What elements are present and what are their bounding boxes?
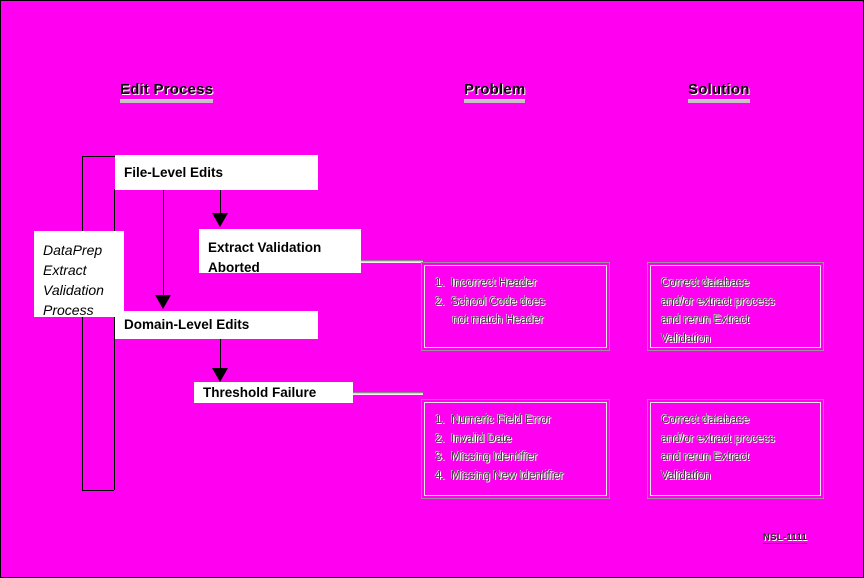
problem-line: 3. Missing Identifier bbox=[435, 451, 538, 463]
connector-file-to-extract-line bbox=[220, 189, 221, 215]
solution-line: and/or extract process bbox=[661, 295, 775, 308]
solution-line: Correct database bbox=[661, 414, 750, 426]
problem-box-1[interactable]: 1. Incorrect Header 2. School Code does … bbox=[421, 262, 610, 351]
solution-line: and/or extract process bbox=[661, 432, 775, 445]
process-box-dataprep-extract-validation[interactable]: DataPrep Extract Validation Process bbox=[34, 231, 124, 318]
process-box-threshold-failure-label: Threshold Failure bbox=[203, 384, 317, 400]
connector-bracket-bottom-segment bbox=[82, 490, 114, 491]
footer-document-code: NSL-1111 bbox=[763, 532, 808, 544]
problem-box-2[interactable]: 1. Numeric Field Error 2. Invalid Date 3… bbox=[421, 399, 610, 499]
column-heading-problem: Problem bbox=[464, 81, 526, 103]
solution-line: Validation bbox=[661, 332, 711, 345]
connector-threshold-to-problem2 bbox=[351, 392, 423, 395]
process-box-extract-validation-aborted[interactable]: Extract Validation Aborted bbox=[199, 229, 361, 275]
arrow-file-to-domain bbox=[155, 295, 171, 309]
connector-bracket-top-segment bbox=[82, 156, 116, 157]
solution-box-2[interactable]: Correct database and/or extract process … bbox=[647, 399, 824, 499]
solution-box-1-inner: Correct database and/or extract process … bbox=[650, 265, 821, 348]
solution-line: Correct database bbox=[661, 277, 750, 289]
column-heading-solution: Solution bbox=[688, 81, 750, 103]
problem-box-1-inner: 1. Incorrect Header 2. School Code does … bbox=[424, 265, 607, 348]
process-box-file-level-edits-label: File-Level Edits bbox=[124, 164, 224, 180]
problem-line: 1. Incorrect Header bbox=[435, 277, 537, 289]
arrow-file-to-extract bbox=[212, 213, 228, 227]
connector-dataprep-vertical bbox=[114, 189, 115, 490]
solution-line: and rerun Extract bbox=[661, 314, 750, 326]
connector-extract-to-problem1 bbox=[359, 260, 423, 263]
solution-line: Validation bbox=[661, 469, 711, 482]
problem-line: 2. Invalid Date bbox=[435, 432, 512, 445]
problem-line: 2. School Code does bbox=[435, 295, 545, 308]
solution-box-2-inner: Correct database and/or extract process … bbox=[650, 402, 821, 496]
process-box-file-level-edits[interactable]: File-Level Edits bbox=[115, 155, 318, 190]
process-box-domain-level-edits[interactable]: Domain-Level Edits bbox=[115, 311, 318, 339]
process-box-domain-level-edits-label: Domain-Level Edits bbox=[124, 317, 250, 332]
problem-line: 1. Numeric Field Error bbox=[435, 414, 551, 426]
connector-file-to-domain-line bbox=[163, 189, 164, 295]
solution-box-1[interactable]: Correct database and/or extract process … bbox=[647, 262, 824, 351]
connector-bracket-vertical-segment bbox=[82, 156, 83, 490]
connector-domain-to-threshold-line bbox=[220, 339, 221, 370]
problem-line: not match Header bbox=[452, 314, 544, 326]
process-box-threshold-failure[interactable]: Threshold Failure bbox=[194, 382, 353, 403]
process-box-dataprep-label: DataPrep Extract Validation Process bbox=[43, 242, 104, 318]
column-heading-edit-process: Edit Process bbox=[120, 81, 214, 103]
process-box-extract-validation-aborted-label: Extract Validation Aborted bbox=[208, 240, 322, 275]
problem-line: 4. Missing New Identifier bbox=[435, 469, 564, 482]
solution-line: and rerun Extract bbox=[661, 451, 750, 463]
arrow-domain-to-threshold bbox=[212, 368, 228, 382]
problem-box-2-inner: 1. Numeric Field Error 2. Invalid Date 3… bbox=[424, 402, 607, 496]
